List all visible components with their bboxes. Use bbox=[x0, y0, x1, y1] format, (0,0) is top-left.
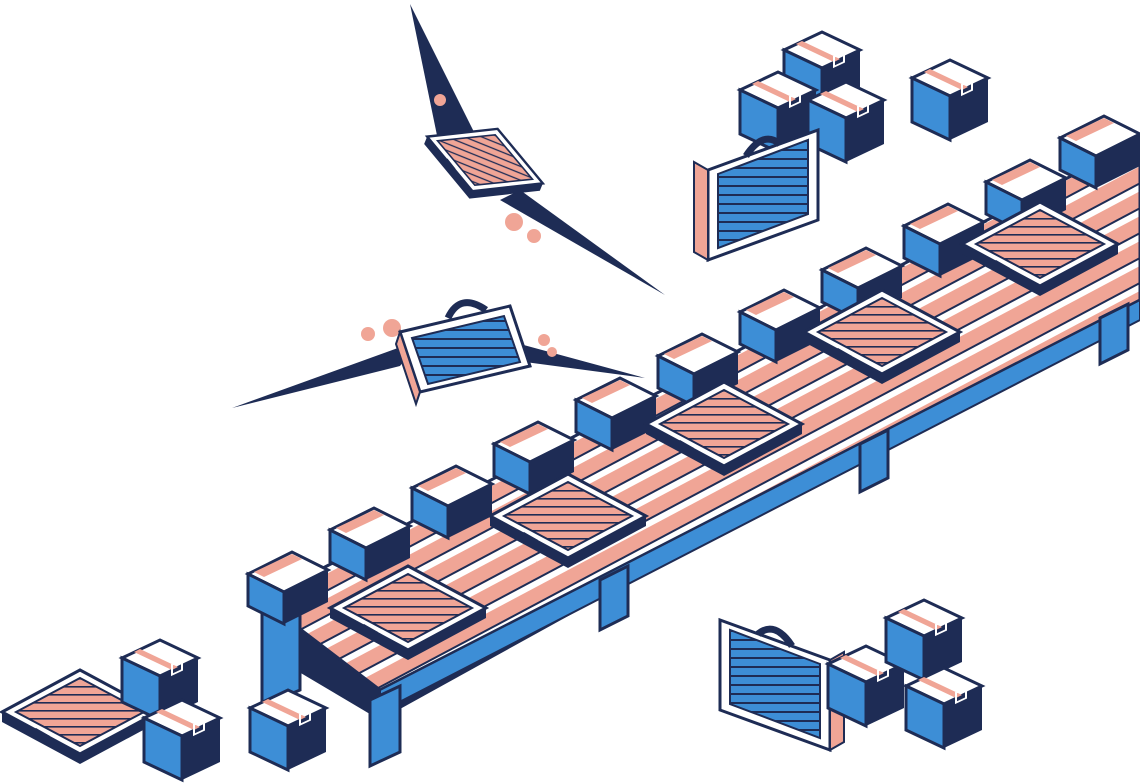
box bbox=[142, 698, 222, 782]
box bbox=[910, 58, 990, 142]
box bbox=[248, 688, 328, 772]
standing-suitcase-bottom bbox=[720, 620, 844, 750]
flying-suitcase-top bbox=[410, 4, 665, 295]
flying-suitcase-middle bbox=[232, 299, 645, 408]
belt-suitcases bbox=[328, 200, 1120, 662]
standing-suitcase-top bbox=[694, 130, 818, 260]
box bbox=[904, 666, 984, 750]
bottom-right-items bbox=[720, 598, 984, 750]
box bbox=[884, 598, 964, 682]
